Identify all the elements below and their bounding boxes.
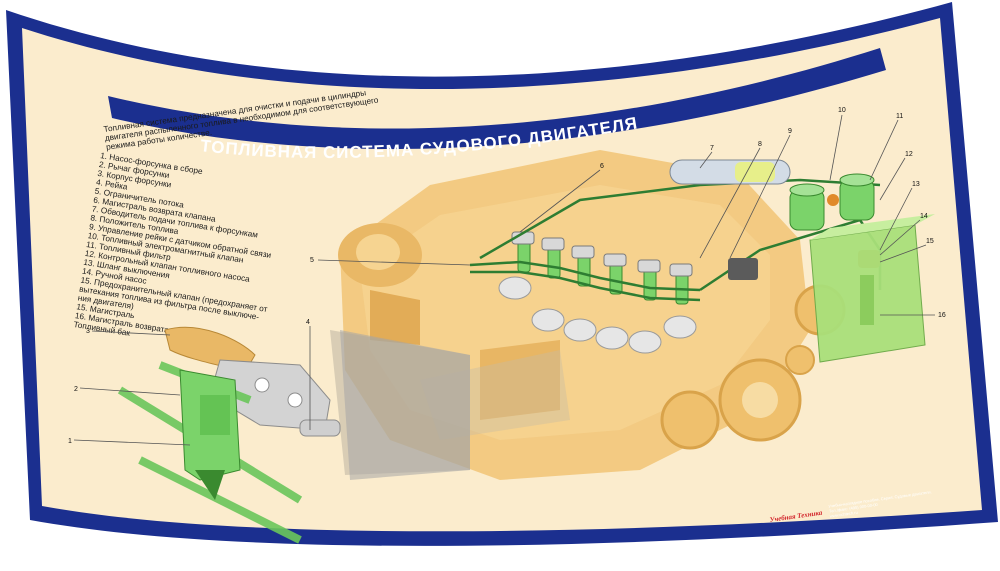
callout-label: 5 [310, 257, 314, 264]
callout-label: 15 [926, 238, 934, 245]
callout-label: 1 [68, 438, 72, 445]
callout-label: 16 [938, 312, 946, 319]
title-band [108, 48, 886, 150]
legend-list: 1. Насос-форсунка в сборе 2. Рычаг форсу… [73, 151, 272, 340]
injector-detail [117, 326, 470, 544]
callout-label: 9 [788, 128, 792, 135]
publisher-line: www.uchtech.ru [829, 510, 858, 519]
callout-label: 3 [86, 328, 90, 335]
callout-label: 2 [74, 386, 78, 393]
callout-label: 8 [758, 141, 762, 148]
callout-lines [73, 114, 935, 446]
publisher-line: Тел./факс: (495) 000-00-00 [829, 502, 879, 514]
callout-label: 7 [710, 145, 714, 152]
callout-label: 12 [905, 151, 913, 158]
callout-label: 14 [920, 213, 928, 220]
callout-label: 13 [912, 181, 920, 188]
callout-label: 11 [896, 113, 903, 120]
callout-label: 10 [838, 107, 846, 114]
callout-numbers: 1 2 3 4 5 6 7 8 9 10 11 12 13 14 15 16 [68, 107, 946, 445]
callout-label: 4 [306, 319, 310, 326]
callout-label: 6 [600, 163, 604, 170]
